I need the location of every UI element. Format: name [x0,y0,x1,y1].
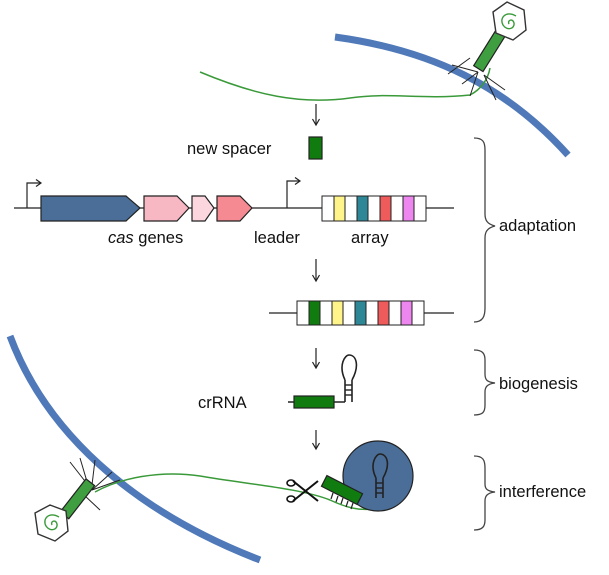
spacer-cell-5 [354,300,367,326]
interference-crrna [320,453,389,510]
arrow-to-crrna [311,348,321,370]
spacer-cell-7 [377,300,390,326]
spacer-cell-3 [356,195,369,222]
brace-interference [473,455,496,531]
crispr-array-expanded [296,300,425,326]
repeat-cell-8 [413,195,427,222]
phage-bottom [34,457,121,542]
cas-word: cas [108,229,134,247]
phage-tail-top [472,29,507,73]
crispr-array [321,195,427,222]
leader-promoter-arrow [286,177,302,208]
scissors-icon [286,479,319,503]
genes-word: genes [134,229,184,247]
arrow-to-expanded-array [311,259,321,283]
cas-gene-4 [216,195,253,222]
crrna-spacer [293,395,335,409]
arrow-to-interference [311,430,321,451]
crrna-label: crRNA [198,394,247,412]
phage-genome-top [501,13,517,30]
crrna-stem-rungs [345,384,352,396]
phage-dna-strand-top [199,67,491,101]
cas-promoter-arrow [26,179,43,208]
brace-adaptation [473,137,496,323]
repeat-cell-4 [342,300,356,326]
cas-genes-label: cas genes [108,229,183,247]
repeat-cell-8 [388,300,402,326]
spacer-cell-1 [308,300,321,326]
base-pairing-ticks [330,492,354,510]
interference-spacer [320,474,364,506]
crrna-hairpin [341,354,358,402]
cas-gene-1 [40,195,141,222]
cas-gene-2 [143,195,190,222]
cell-membrane-bottom [6,334,262,564]
spacer-cell-1 [333,195,346,222]
spacer-cell-7 [402,195,415,222]
repeat-cell-6 [365,300,379,326]
repeat-cell-0 [321,195,335,222]
leader-label: leader [254,229,300,247]
new-spacer-label: new spacer [187,140,272,158]
spacer-cell-9 [400,300,413,326]
cas-gene-3 [191,195,215,222]
phage-tail-fibers [447,57,506,101]
stage-interference: interference [499,483,586,501]
repeat-cell-2 [344,195,358,222]
spacer-cell-3 [331,300,344,326]
repeat-cell-2 [319,300,333,326]
repeat-cell-10 [411,300,425,326]
phage-genome-bottom [44,514,60,531]
arrow-to-new-spacer [311,104,321,127]
repeat-cell-4 [367,195,381,222]
stage-adaptation: adaptation [499,217,576,235]
stage-biogenesis: biogenesis [499,375,578,393]
repeat-cell-6 [390,195,404,222]
phage-top [447,1,527,101]
crrna-molecule [288,354,358,409]
repeat-cell-0 [296,300,310,326]
array-label: array [351,229,389,247]
cell-membrane-top [334,33,571,158]
cas-genes [40,195,253,222]
new-spacer-block [308,136,323,160]
spacer-cell-5 [379,195,392,222]
brace-biogenesis [473,349,496,416]
